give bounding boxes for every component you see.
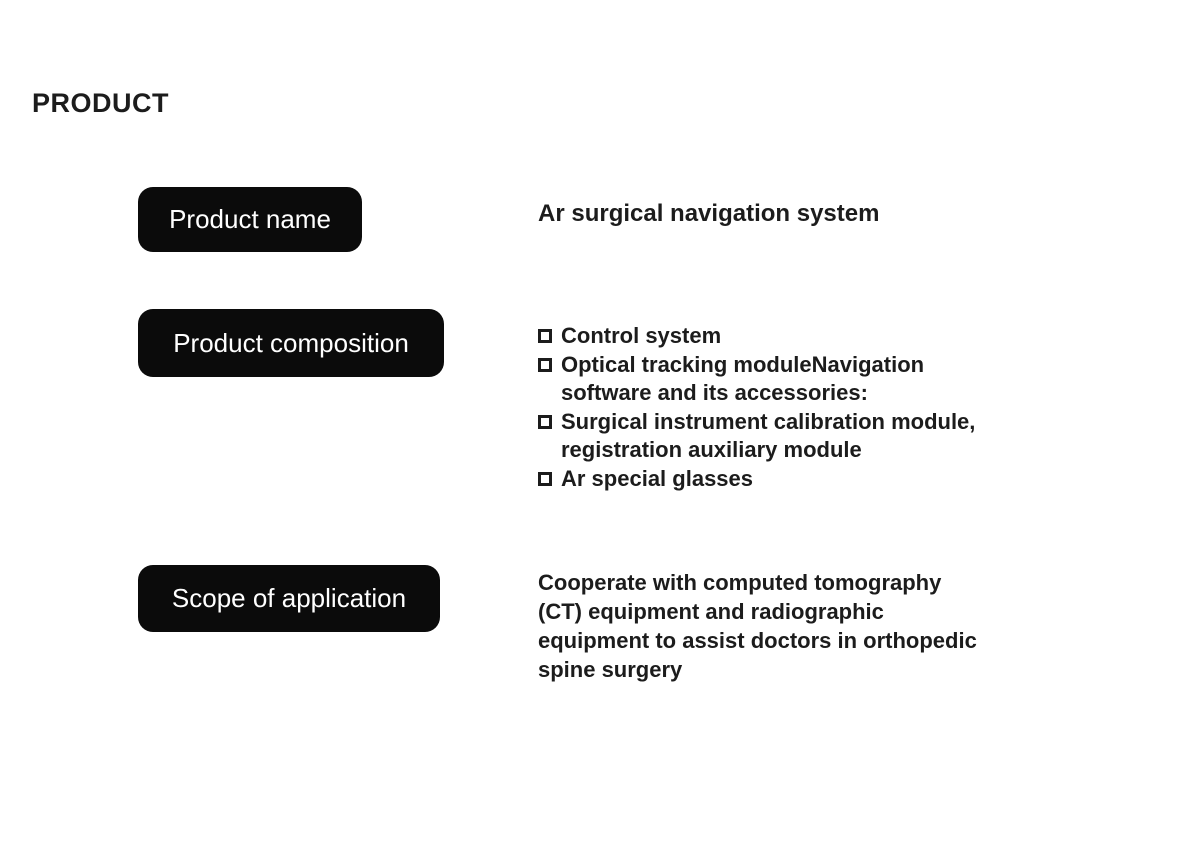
square-outline-checkbox-icon — [538, 471, 552, 486]
product-name-pill-label: Product name — [169, 204, 331, 234]
product-composition-pill: Product composition — [138, 309, 444, 377]
square-outline-checkbox-icon — [538, 414, 552, 429]
scope-text-line: Cooperate with computed tomography — [538, 570, 942, 595]
composition-item-text: Ar special glasses — [561, 465, 754, 491]
composition-item-control-system: Control system — [538, 322, 1058, 351]
product-name-value: Ar surgical navigation system — [538, 200, 880, 227]
scope-of-application-pill: Scope of application — [138, 565, 440, 632]
square-outline-checkbox-icon — [538, 329, 552, 343]
composition-item-text: registration auxiliary module — [561, 437, 862, 463]
composition-item-text: software and its accessories: — [561, 380, 868, 406]
composition-item-text: Optical tracking moduleNavigation — [561, 351, 925, 377]
composition-item-ar-glasses: Ar special glasses — [538, 465, 1058, 494]
composition-list: Control system Optical tracking moduleNa… — [538, 322, 1058, 494]
scope-of-application-pill-label: Scope of application — [171, 583, 407, 613]
square-outline-checkbox-icon — [538, 357, 552, 372]
composition-item-text: Surgical instrument calibration module, — [561, 408, 976, 434]
composition-item-calibration-module: Surgical instrument calibration module, … — [538, 408, 1058, 465]
scope-of-application-text: Cooperate with computed tomography (CT) … — [538, 568, 1058, 684]
composition-item-text: Control system — [561, 323, 722, 348]
composition-item-optical-tracking: Optical tracking moduleNavigation softwa… — [538, 351, 1058, 408]
product-composition-pill-label: Product composition — [173, 327, 409, 358]
scope-text-line: (CT) equipment and radiographic — [538, 599, 884, 624]
scope-text-line: spine surgery — [538, 657, 683, 682]
product-name-pill: Product name — [138, 187, 362, 252]
scope-text-line: equipment to assist doctors in orthopedi… — [538, 628, 977, 653]
page-title: PRODUCT — [32, 88, 169, 118]
